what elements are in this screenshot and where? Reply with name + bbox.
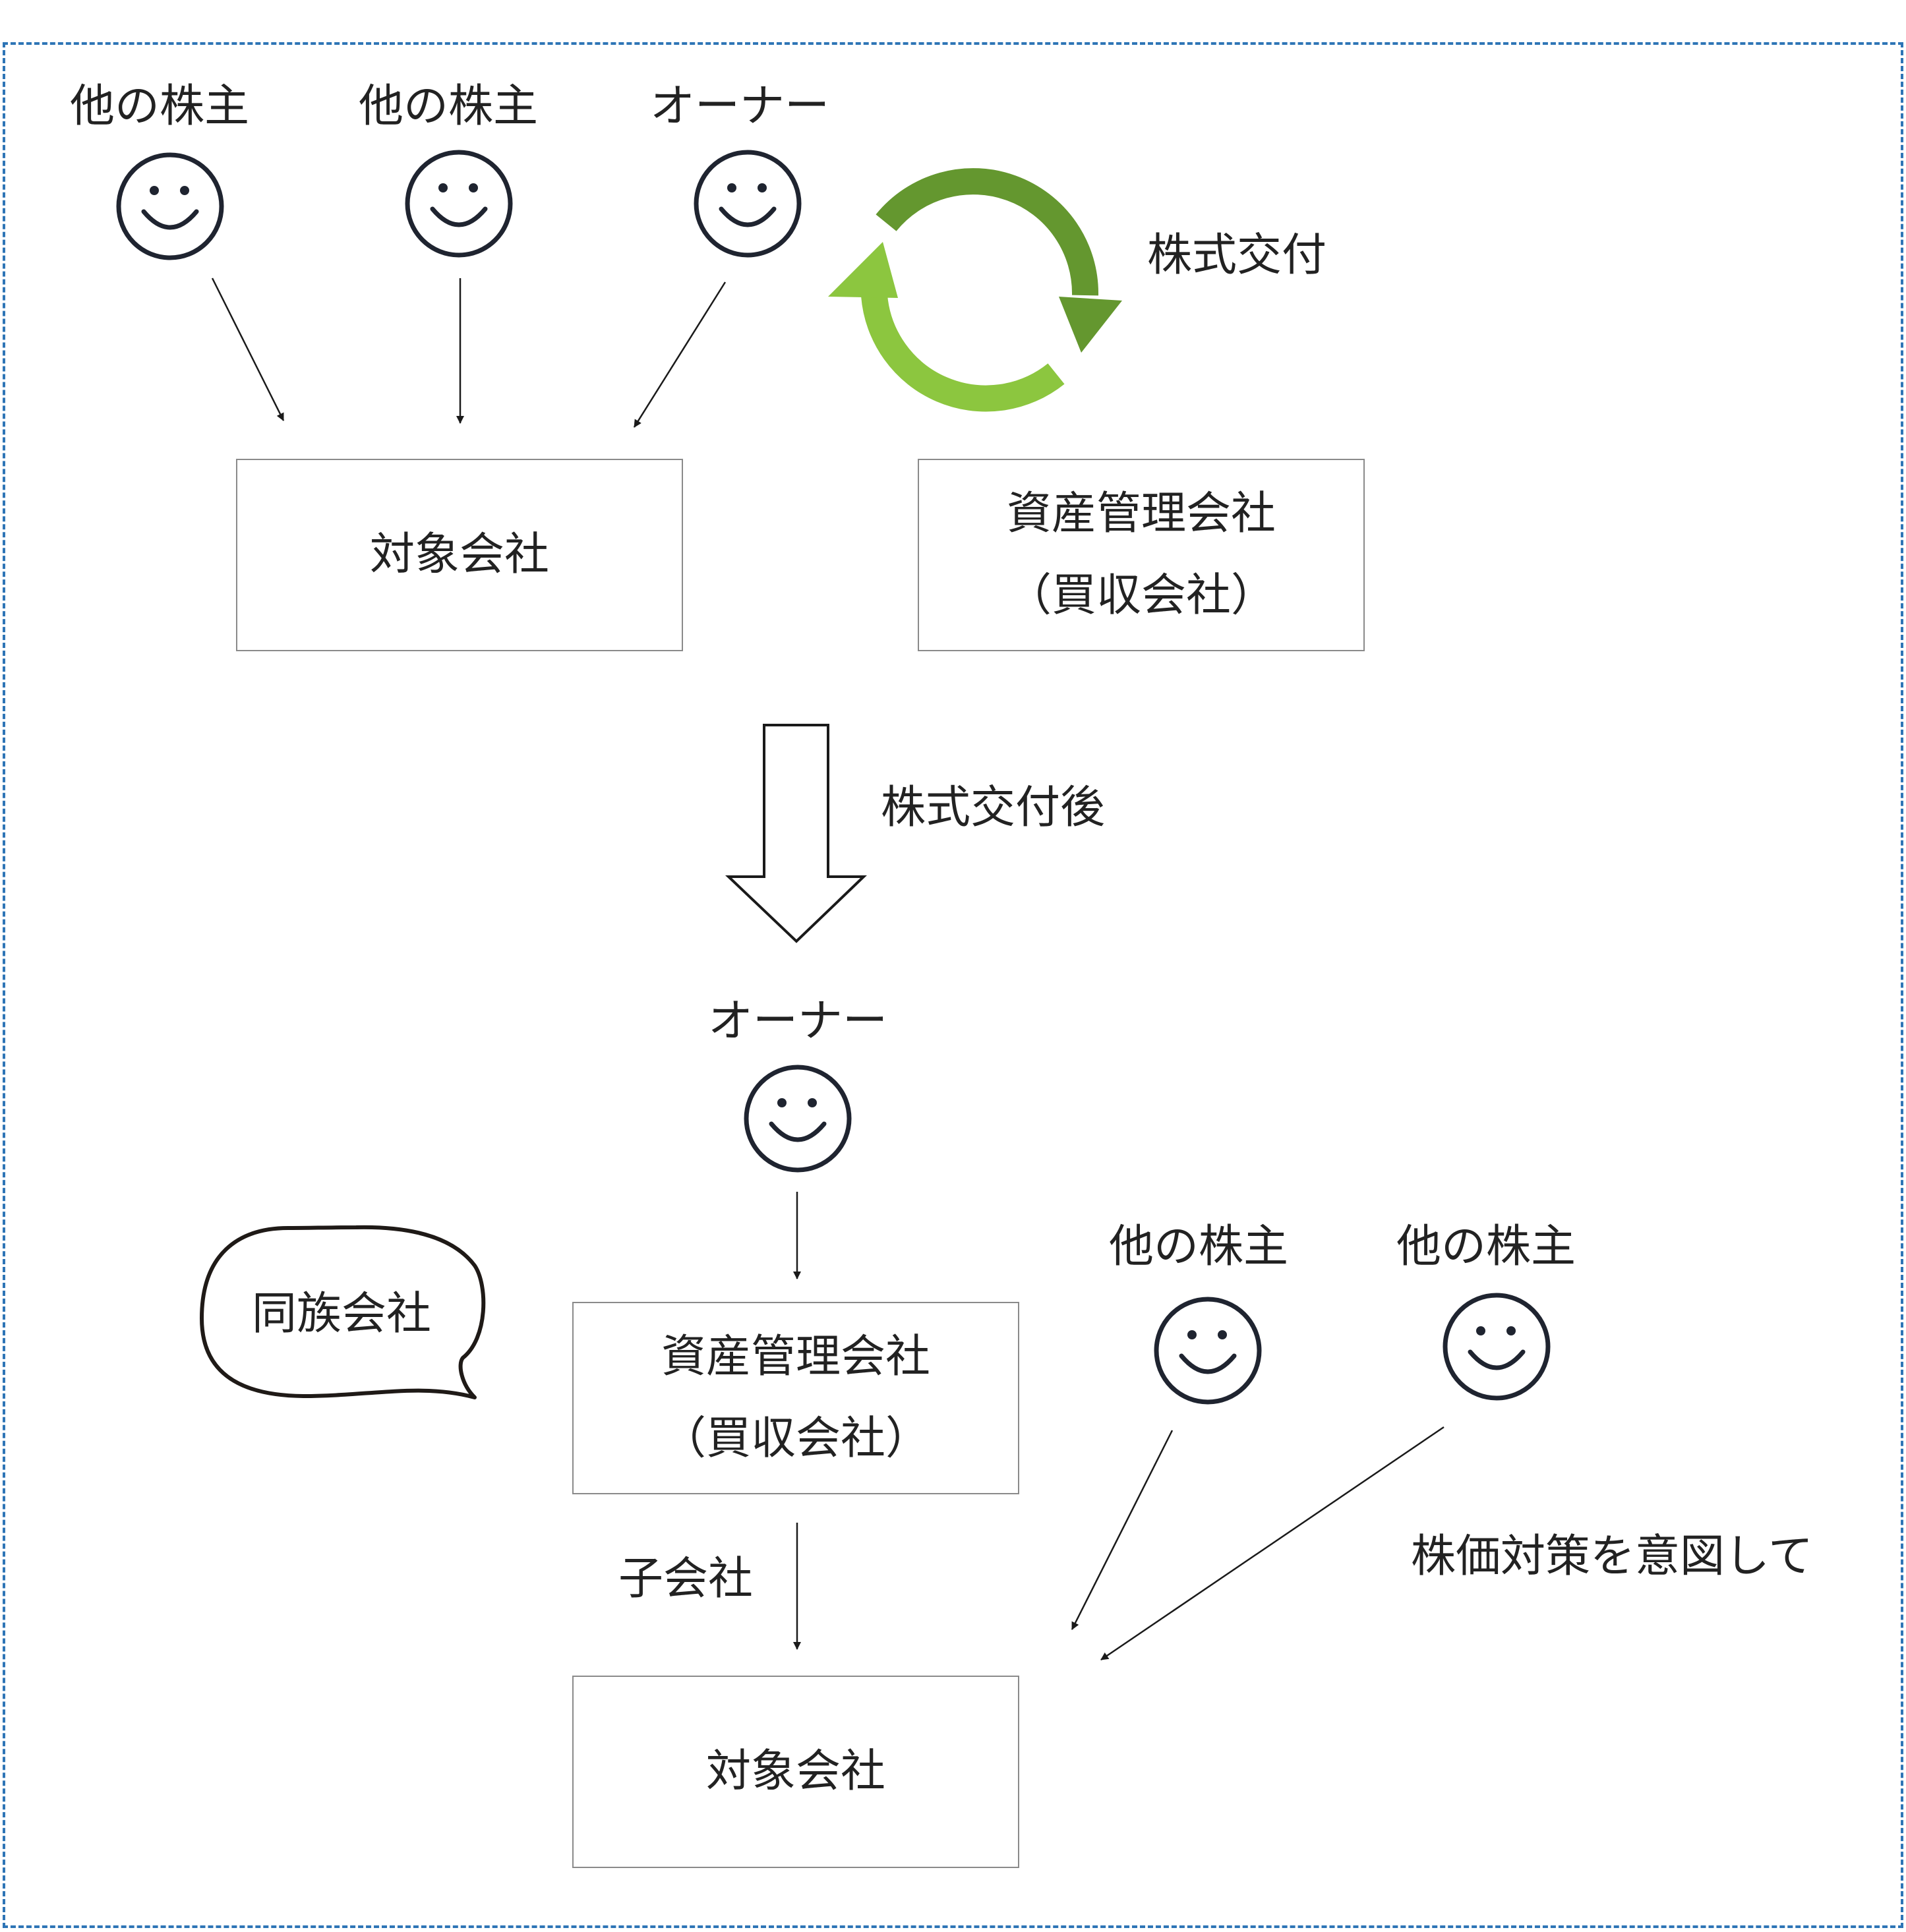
owner-before-label: オーナー (650, 80, 830, 132)
cycle-label: 株式交付 (1147, 229, 1327, 281)
asset-company-after-line2: （買収会社） (661, 1413, 930, 1465)
smiley-icon-shareholder-3 (1154, 1297, 1262, 1405)
asset-company-line2: （買収会社） (1006, 570, 1276, 622)
target-company-label: 対象会社 (369, 529, 549, 581)
shareholder-1-label: 他の株主 (70, 80, 250, 132)
transition-label: 株式交付後 (881, 782, 1106, 834)
asset-company-after-line1: 資産管理会社 (661, 1331, 930, 1383)
dashed-frame (3, 42, 1903, 1928)
asset-company-box-after: 資産管理会社 （買収会社） (572, 1302, 1019, 1494)
asset-company-line1: 資産管理会社 (1006, 488, 1276, 540)
target-company-box-after: 対象会社 (572, 1676, 1019, 1868)
target-company-after-label: 対象会社 (705, 1745, 885, 1798)
smiley-icon-owner-after (744, 1065, 852, 1173)
owner-after-label: オーナー (708, 995, 888, 1047)
smiley-icon-shareholder-1 (116, 152, 224, 260)
arrow-shareholder-3-to-target (1071, 1430, 1174, 1630)
target-company-box-before: 対象会社 (236, 459, 683, 651)
note-label: 株価対策を意図して (1411, 1531, 1813, 1583)
shareholder-3-label: 他の株主 (1109, 1221, 1289, 1273)
big-down-arrow-icon (725, 724, 867, 943)
asset-company-box-before: 資産管理会社 （買収会社） (918, 459, 1365, 651)
cycle-arrows-icon (828, 168, 1122, 412)
arrow-shareholder-1-to-target (211, 278, 285, 421)
smiley-icon-shareholder-2 (405, 150, 513, 258)
shareholder-4-label: 他の株主 (1396, 1221, 1576, 1273)
arrow-owner-to-target (633, 281, 727, 428)
subsidiary-label: 子会社 (618, 1553, 754, 1605)
smiley-icon-owner-before (694, 150, 802, 258)
arrow-shareholder-4-to-target (1100, 1426, 1444, 1661)
speech-bubble-label: 同族会社 (252, 1288, 432, 1340)
smiley-icon-shareholder-4 (1443, 1293, 1551, 1401)
speech-bubble-shape (200, 1225, 486, 1399)
shareholder-2-label: 他の株主 (359, 80, 539, 132)
